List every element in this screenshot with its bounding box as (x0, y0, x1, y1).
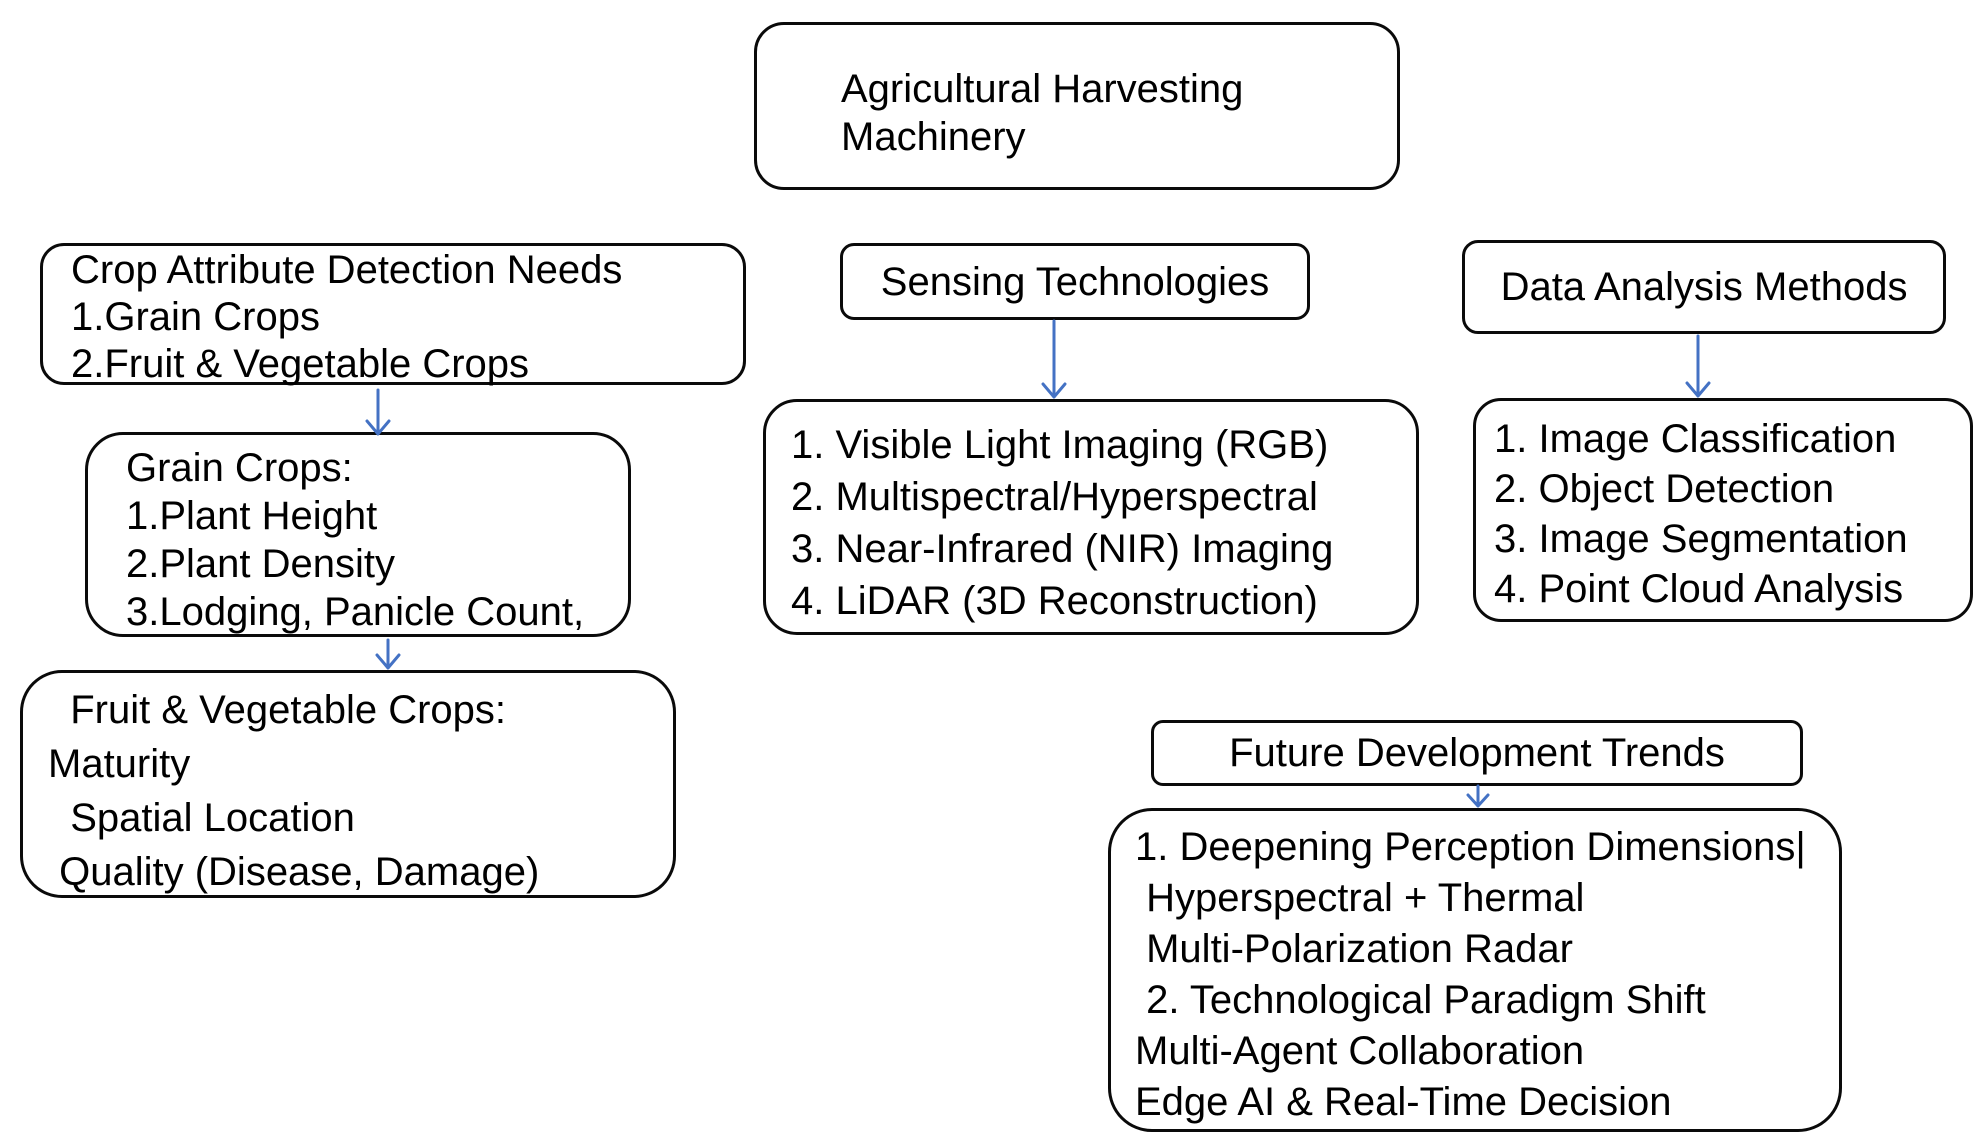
node-title: Future Development Trends (1229, 731, 1725, 775)
text-line: 2. Object Detection (1494, 467, 1835, 511)
text-line: 2. Technological Paradigm Shift (1135, 978, 1706, 1022)
arrow-crop-needs-to-grain-crops (365, 388, 391, 436)
text-line: Maturity (48, 742, 191, 786)
text-line: 1.Grain Crops (71, 295, 320, 339)
text-line: 1.Plant Height (126, 494, 378, 538)
text-line: 3.Lodging, Panicle Count, (126, 590, 585, 634)
text-line: 2.Plant Density (126, 542, 396, 586)
node-future-development-trends: Future Development Trends (1151, 720, 1803, 786)
text-line: 1. Image Classification (1494, 417, 1897, 461)
node-title: Sensing Technologies (880, 259, 1270, 304)
text-line: Machinery (841, 115, 1026, 159)
arrow-grain-crops-to-fruit-veg (375, 638, 401, 670)
text-line: Fruit & Vegetable Crops: (48, 688, 507, 732)
text-line: 2. Multispectral/Hyperspectral (791, 475, 1318, 519)
text-line: Agricultural Harvesting (841, 67, 1244, 111)
text-line: 1. Visible Light Imaging (RGB) (791, 423, 1329, 467)
text-line: 4. LiDAR (3D Reconstruction) (791, 579, 1318, 623)
node-title: Data Analysis Methods (1500, 265, 1908, 309)
text-line: 3. Image Segmentation (1494, 517, 1908, 561)
text-line: Multi-Polarization Radar (1135, 927, 1573, 971)
text-line: Hyperspectral + Thermal (1135, 876, 1585, 920)
text-line: Spatial Location (48, 796, 355, 840)
node-fruit-vegetable-crops-attributes: Fruit & Vegetable Crops: Maturity Spatia… (20, 670, 676, 898)
node-sensing-technologies: Sensing Technologies (840, 243, 1310, 320)
arrow-future-to-future-list (1466, 784, 1490, 808)
text-line: Grain Crops: (126, 446, 353, 490)
text-line: Edge AI & Real-Time Decision (1135, 1080, 1672, 1124)
node-future-development-trends-list: 1. Deepening Perception Dimensions| Hype… (1108, 808, 1842, 1132)
text-line: 3. Near-Infrared (NIR) Imaging (791, 527, 1334, 571)
node-grain-crops-attributes: Grain Crops: 1.Plant Height 2.Plant Dens… (85, 432, 631, 637)
arrow-sensing-to-sensing-list (1041, 319, 1067, 399)
arrow-analysis-to-analysis-list (1685, 334, 1711, 398)
text-line: Crop Attribute Detection Needs (71, 248, 623, 292)
node-agricultural-harvesting-machinery: Agricultural Harvesting Machinery (754, 22, 1400, 190)
node-crop-attribute-detection-needs: Crop Attribute Detection Needs 1.Grain C… (40, 243, 746, 386)
text-line: Quality (Disease, Damage) (48, 850, 540, 894)
text-line: 4. Point Cloud Analysis (1494, 567, 1904, 611)
node-sensing-technologies-list: 1. Visible Light Imaging (RGB) 2. Multis… (763, 399, 1419, 635)
text-line: Multi-Agent Collaboration (1135, 1029, 1585, 1073)
node-data-analysis-methods: Data Analysis Methods (1462, 240, 1946, 334)
node-data-analysis-methods-list: 1. Image Classification 2. Object Detect… (1473, 398, 1973, 622)
text-line: 1. Deepening Perception Dimensions| (1135, 825, 1806, 869)
text-line: 2.Fruit & Vegetable Crops (71, 342, 530, 386)
